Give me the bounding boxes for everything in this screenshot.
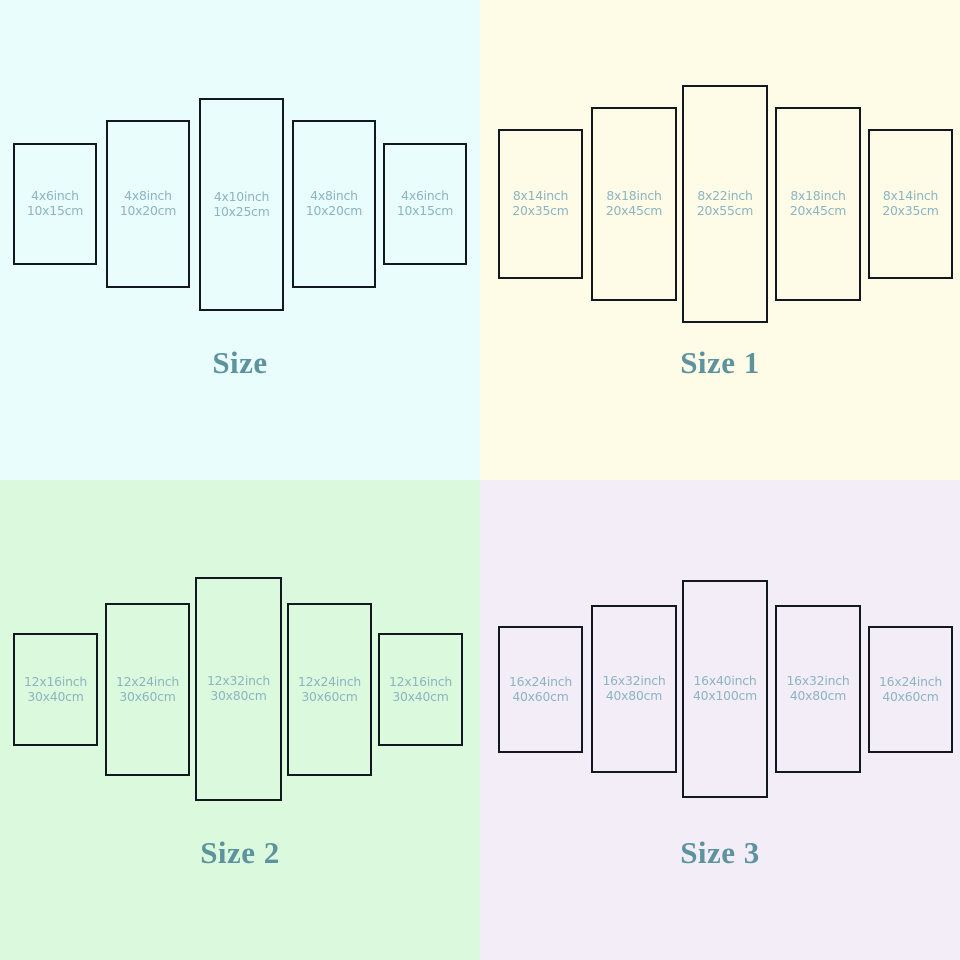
panel-size-inch: 12x24inch bbox=[297, 673, 362, 689]
panel-size-inch: 16x32inch bbox=[786, 673, 850, 689]
quadrant-title-size-3: Size 3 bbox=[680, 835, 760, 870]
panel-size-inch: 4x8inch bbox=[124, 188, 172, 204]
panel-size-inch: 8x22inch bbox=[697, 188, 753, 204]
panel-size-cm: 40x80cm bbox=[605, 688, 663, 703]
quadrant-title-size-1: Size 1 bbox=[680, 345, 760, 380]
panel-size-inch: 4x10inch bbox=[213, 188, 270, 204]
panel-size-inch: 4x8inch bbox=[310, 188, 358, 204]
panel-size-inch: 8x18inch bbox=[790, 188, 846, 204]
panel-size-cm: 10x15cm bbox=[396, 203, 454, 218]
panel-size-inch: 12x16inch bbox=[23, 673, 88, 689]
panel-size-inch: 16x32inch bbox=[602, 673, 666, 689]
quadrant-title-size: Size bbox=[212, 345, 268, 380]
panel-size-cm: 20x45cm bbox=[605, 203, 663, 218]
panel-size-cm: 10x15cm bbox=[26, 203, 84, 218]
panel-size-cm: 10x25cm bbox=[213, 203, 270, 219]
panel-size-cm: 40x100cm bbox=[692, 688, 758, 703]
panel-size-cm: 20x45cm bbox=[789, 203, 847, 218]
panel-size-inch: 8x18inch bbox=[606, 188, 662, 204]
panel-size-cm: 20x35cm bbox=[882, 203, 939, 218]
panel-size-cm: 40x60cm bbox=[882, 688, 939, 704]
panel-size-inch: 8x14inch bbox=[512, 188, 569, 204]
panel-size-cm: 40x60cm bbox=[512, 688, 569, 704]
panel-size-inch: 4x6inch bbox=[31, 188, 79, 204]
panel-size-cm: 20x35cm bbox=[512, 203, 569, 218]
panel-size-cm: 30x80cm bbox=[210, 688, 267, 703]
quadrant-title-size-2: Size 2 bbox=[200, 835, 280, 870]
panel-size-cm: 30x60cm bbox=[119, 688, 176, 704]
panel-size-cm: 30x40cm bbox=[27, 688, 84, 704]
panel-size-inch: 16x24inch bbox=[508, 673, 573, 689]
panel-size-inch: 4x6inch bbox=[401, 188, 449, 204]
panel-size-inch: 12x16inch bbox=[388, 673, 453, 689]
panel-size-inch: 16x24inch bbox=[878, 673, 943, 689]
panel-size-cm: 10x20cm bbox=[305, 203, 363, 218]
panel-size-inch: 16x40inch bbox=[693, 673, 757, 689]
panel-size-cm: 40x80cm bbox=[789, 688, 847, 703]
panel-size-inch: 12x24inch bbox=[115, 673, 180, 689]
panel-size-inch: 12x32inch bbox=[206, 673, 271, 689]
panel-size-cm: 20x55cm bbox=[696, 203, 754, 218]
panel-size-cm: 30x40cm bbox=[392, 688, 449, 704]
panel-size-cm: 10x20cm bbox=[119, 203, 177, 218]
panel-size-inch: 8x14inch bbox=[882, 188, 939, 204]
panel-size-cm: 30x60cm bbox=[301, 688, 358, 704]
